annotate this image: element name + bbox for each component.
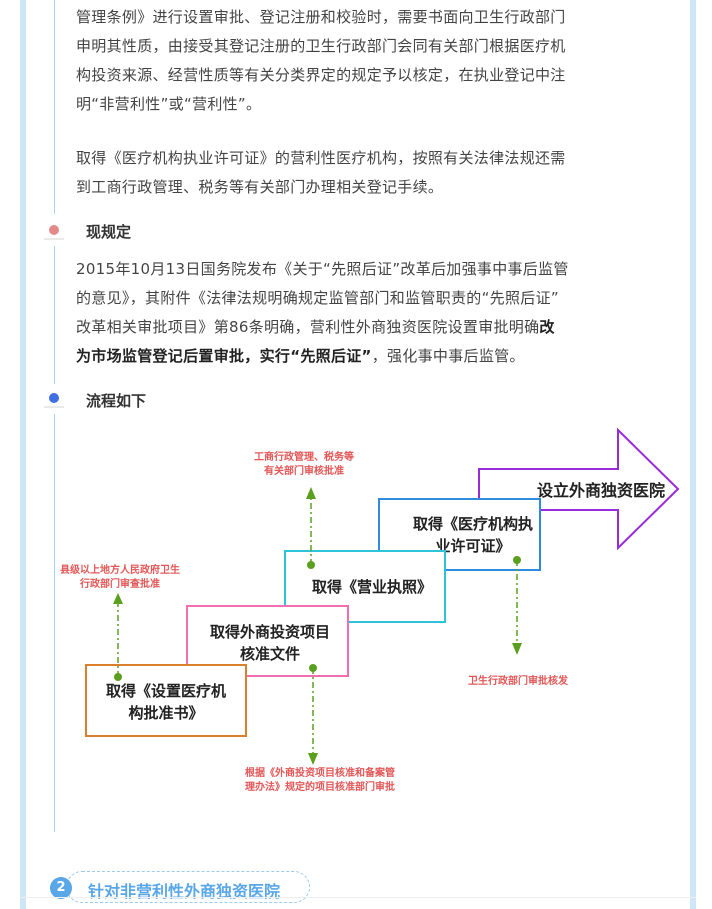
step-4-label-line2: 业许可证》 bbox=[435, 537, 510, 555]
note-commerce-line2: 有关部门审核批准 bbox=[264, 464, 344, 477]
step-1-label-line2: 构批准书》 bbox=[128, 704, 203, 722]
intro-paragraph-2: 取得《医疗机构执业许可证》的营利性医疗机构，按照有关法律法规还需 到工商行政管理… bbox=[76, 144, 660, 202]
text-line: 明“非营利性”或“营利性”。 bbox=[76, 95, 262, 113]
section-dot-underline bbox=[44, 406, 64, 408]
note-investment-line1: 根据《外商投资项目核准和备案管 bbox=[245, 766, 395, 779]
step-4-label-line1: 取得《医疗机构执 bbox=[413, 515, 533, 533]
section-title-process: 流程如下 bbox=[86, 392, 147, 410]
text-span: ，强化事中事后监管。 bbox=[371, 347, 525, 365]
note-health: 卫生行政部门审批核发 bbox=[468, 674, 569, 687]
connector-arrowhead bbox=[512, 643, 522, 655]
step-1-label-line1: 取得《设置医疗机 bbox=[106, 682, 226, 700]
connector-arrowhead bbox=[113, 593, 123, 604]
bottom-divider bbox=[20, 897, 696, 898]
step-1-box bbox=[85, 664, 247, 737]
step-5-label: 设立外商独资医院 bbox=[537, 481, 665, 500]
text-line: 为市场监管登记后置审批，实行“先照后证”，强化事中事后监管。 bbox=[76, 342, 660, 371]
connector-arrowhead bbox=[306, 487, 316, 499]
note-commerce-line1: 工商行政管理、税务等 bbox=[254, 450, 354, 463]
section-dot bbox=[49, 393, 59, 403]
timeline-line bbox=[54, 414, 55, 832]
text-line: 取得《医疗机构执业许可证》的营利性医疗机构，按照有关法律法规还需 bbox=[76, 149, 566, 167]
bold-text: 为市场监管登记后置审批，实行“先照后证” bbox=[76, 347, 372, 365]
section-title-current-rules: 现规定 bbox=[86, 223, 132, 241]
note-county-line2: 行政部门审查批准 bbox=[79, 577, 160, 590]
text-line: 构投资来源、经营性质等有关分类界定的规定予以核定，在执业登记中注 bbox=[76, 66, 566, 84]
text-line: 到工商行政管理、税务等有关部门办理相关登记手续。 bbox=[76, 178, 444, 196]
step-2-label-line2: 核准文件 bbox=[240, 645, 300, 663]
timeline-line bbox=[54, 0, 55, 214]
connector-arrowhead bbox=[308, 753, 318, 765]
section-header-title: 针对非营利性外商独资医院 bbox=[88, 882, 281, 901]
section-dot-underline bbox=[44, 238, 64, 240]
connector-dot bbox=[114, 673, 122, 681]
timeline-line bbox=[54, 246, 55, 384]
current-rules-paragraph: 2015年10月13日国务院发布《关于“先照后证”改革后加强事中事后监管 的意见… bbox=[76, 255, 660, 371]
step-2-label-line1: 取得外商投资项目 bbox=[210, 623, 330, 641]
text-line: 2015年10月13日国务院发布《关于“先照后证”改革后加强事中事后监管 bbox=[76, 260, 569, 278]
bold-text: 改 bbox=[539, 318, 555, 336]
step-3-label: 取得《营业执照》 bbox=[312, 578, 432, 596]
section-number-badge: 2 bbox=[50, 877, 72, 899]
connector-dot bbox=[309, 664, 317, 672]
text-line: 管理条例》进行设置审批、登记注册和校验时，需要书面向卫生行政部门 bbox=[76, 8, 566, 26]
note-county-line1: 县级以上地方人民政府卫生 bbox=[60, 563, 180, 576]
connector-dot bbox=[307, 561, 315, 569]
text-line: 申明其性质，由接受其登记注册的卫生行政部门会同有关部门根据医疗机 bbox=[76, 37, 566, 55]
text-line: 的意见》，其附件《法律法规明确规定监管部门和监管职责的“先照后证” bbox=[76, 289, 559, 307]
content-frame bbox=[20, 0, 696, 909]
text-line: 改革相关审批项目》第86条明确，营利性外商独资医院设置审批明确改 bbox=[76, 313, 660, 342]
text-span: 改革相关审批项目》第86条明确，营利性外商独资医院设置审批明确 bbox=[76, 318, 540, 336]
connector-dot bbox=[513, 556, 521, 564]
section-dot bbox=[49, 225, 59, 235]
intro-paragraph-1: 管理条例》进行设置审批、登记注册和校验时，需要书面向卫生行政部门 申明其性质，由… bbox=[76, 3, 660, 119]
note-investment-line2: 理办法》规定的项目核准部门审批 bbox=[245, 780, 395, 793]
